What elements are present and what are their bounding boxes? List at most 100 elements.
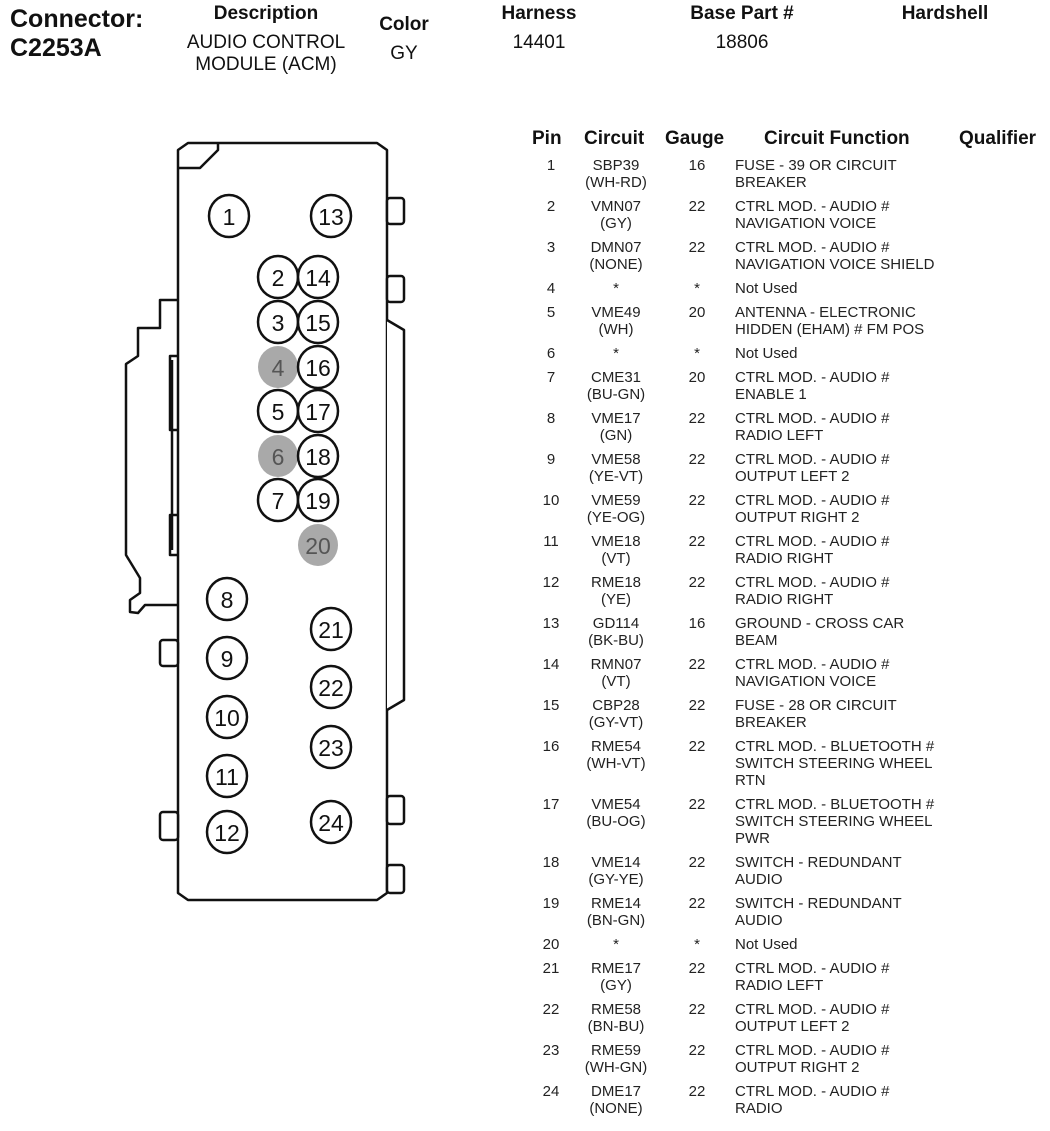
pin-circle [309, 193, 353, 239]
pin-number: 8 [546, 410, 556, 427]
side-tab [385, 863, 406, 895]
circuit-code: DME17(NONE) [568, 1083, 664, 1117]
function-line: SWITCH STEERING WHEEL [735, 813, 933, 830]
function-line: CTRL MOD. - AUDIO # [735, 239, 890, 256]
function-line: Not Used [735, 345, 798, 362]
circuit-line: VME58 [591, 451, 641, 468]
pin-number: 21 [542, 960, 560, 977]
circuit-function: CTRL MOD. - AUDIO #NAVIGATION VOICE [735, 198, 975, 232]
pin-label: 9 [221, 646, 234, 672]
circuit-line: VME49 [591, 304, 641, 321]
pin-cavity-3: 3 [256, 299, 300, 345]
circuit-line: (WH) [598, 321, 634, 338]
pin-label: 5 [272, 399, 285, 425]
circuit-line: (BU-OG) [586, 813, 646, 830]
pin-number: 13 [542, 615, 560, 632]
wire-gauge: 22 [688, 854, 706, 871]
circuit-function: CTRL MOD. - AUDIO #OUTPUT LEFT 2 [735, 451, 975, 485]
pin-circle [309, 664, 353, 710]
wire-gauge: 22 [688, 697, 706, 714]
circuit-line: (BN-BU) [587, 1018, 645, 1035]
pin-cavity-11: 11 [205, 753, 249, 799]
circuit-line: RMN07 [590, 656, 642, 673]
circuit-function: CTRL MOD. - AUDIO #OUTPUT LEFT 2 [735, 1001, 975, 1035]
pin-circle [309, 799, 353, 845]
pin-label: 1 [223, 204, 236, 230]
pin-circle [205, 753, 249, 799]
harness-label: Harness [501, 3, 577, 24]
side-rail [386, 318, 406, 712]
circuit-line: * [613, 936, 619, 953]
pin-cavity-17: 17 [296, 388, 340, 434]
pin-label: 11 [215, 764, 239, 790]
pin-cavity-4: 4 [258, 346, 298, 388]
function-line: SWITCH - REDUNDANT [735, 895, 902, 912]
circuit-line: (BN-GN) [586, 912, 646, 929]
circuit-function: Not Used [735, 280, 975, 297]
pin-number: 15 [542, 697, 560, 714]
circuit-line: VME14 [591, 854, 641, 871]
pin-label: 15 [305, 310, 331, 336]
pin-number: 16 [542, 738, 560, 755]
circuit-line: VME54 [591, 796, 641, 813]
pin-number: 12 [542, 574, 560, 591]
circuit-line: (NONE) [589, 256, 643, 273]
pin-number: 17 [542, 796, 560, 813]
circuit-line: DME17 [590, 1083, 642, 1100]
function-line: OUTPUT RIGHT 2 [735, 1059, 860, 1076]
circuit-code: RMN07(VT) [568, 656, 664, 690]
pin-label: 7 [272, 488, 285, 514]
description-label: Description [213, 3, 319, 24]
circuit-code: RME59(WH-GN) [568, 1042, 664, 1076]
description-line: MODULE (ACM) [195, 54, 337, 75]
pin-label: 17 [305, 399, 331, 425]
pin-cavity-13: 13 [309, 193, 353, 239]
pin-circle [296, 388, 340, 434]
pin-label: 4 [272, 355, 285, 381]
pin-number: 10 [542, 492, 560, 509]
function-line: RADIO RIGHT [735, 550, 834, 567]
pin-cavity-14: 14 [296, 254, 340, 300]
wire-gauge: 22 [688, 198, 706, 215]
description-value: AUDIO CONTROL MODULE (ACM) [166, 32, 366, 76]
description-line: AUDIO CONTROL [186, 32, 346, 53]
wire-gauge: 22 [688, 656, 706, 673]
circuit-line: (GY) [600, 215, 632, 232]
function-line: FUSE - 39 OR CIRCUIT [735, 157, 897, 174]
pin-label: 14 [305, 265, 331, 291]
circuit-code: GD114(BK-BU) [568, 615, 664, 649]
function-line: Not Used [735, 280, 798, 297]
pin-number: 7 [546, 369, 556, 386]
pin-circle [258, 435, 298, 477]
column-header-gauge: Gauge [665, 128, 725, 149]
circuit-line: RME59 [590, 1042, 642, 1059]
pin-number: 19 [542, 895, 560, 912]
circuit-line: RME58 [590, 1001, 642, 1018]
column-header-function: Circuit Function [764, 128, 910, 149]
function-line: SWITCH - REDUNDANT [735, 854, 902, 871]
circuit-code: VME59(YE-OG) [568, 492, 664, 526]
pin-cavity-23: 23 [309, 724, 353, 770]
function-line: RTN [735, 772, 766, 789]
circuit-line: RME18 [590, 574, 642, 591]
circuit-line: (GY) [600, 977, 632, 994]
pin-cavity-1: 1 [207, 193, 251, 239]
circuit-line: (YE-VT) [588, 468, 644, 485]
function-line: HIDDEN (EHAM) # FM POS [735, 321, 925, 338]
circuit-line: (VT) [601, 550, 631, 567]
circuit-line: RME14 [590, 895, 642, 912]
connector-latch [124, 298, 178, 615]
function-line: RADIO RIGHT [735, 591, 834, 608]
pin-cavity-8: 8 [205, 576, 249, 622]
wire-gauge: 22 [688, 574, 706, 591]
circuit-function: Not Used [735, 345, 975, 362]
function-line: OUTPUT LEFT 2 [735, 1018, 850, 1035]
pin-circle [296, 477, 340, 523]
color-label: Color [379, 14, 429, 35]
function-line: CTRL MOD. - AUDIO # [735, 198, 890, 215]
circuit-line: RME54 [590, 738, 642, 755]
pin-label: 23 [318, 735, 344, 761]
side-tab [158, 638, 180, 668]
pin-number: 6 [546, 345, 556, 362]
